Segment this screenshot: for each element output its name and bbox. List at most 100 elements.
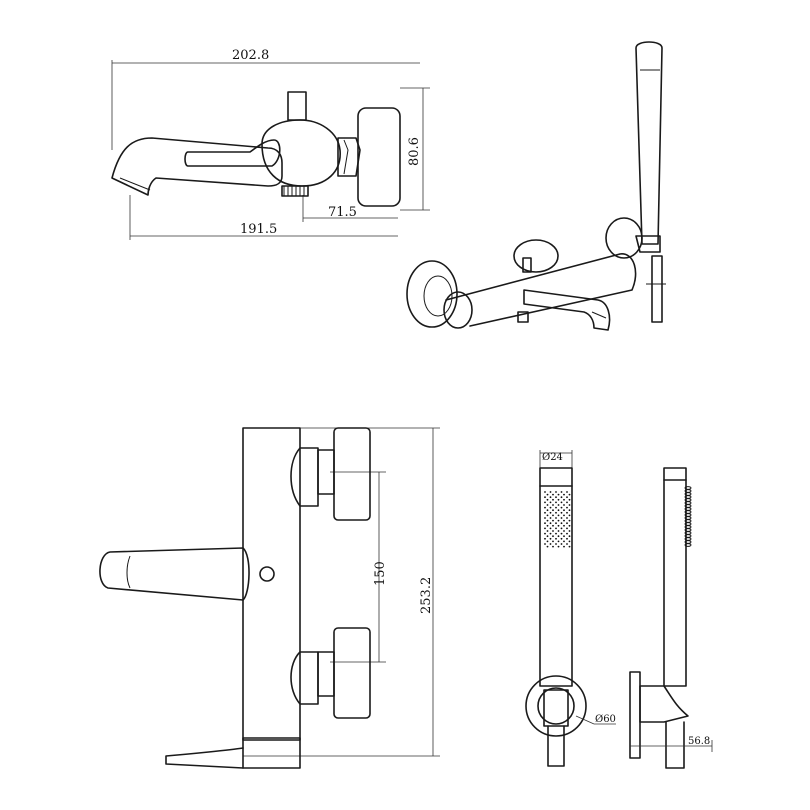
- nozzle-dot: [555, 532, 557, 535]
- nozzle-dot: [566, 506, 568, 509]
- nozzle-dot: [552, 519, 554, 522]
- nozzle-dot: [546, 509, 549, 512]
- nozzle-dot: [546, 519, 549, 522]
- nozzle-dot: [557, 509, 560, 512]
- nozzle-dot: [549, 522, 552, 525]
- handshower-side-view: 56.8: [629, 467, 713, 769]
- nozzle-dot: [552, 524, 554, 527]
- nozzle-dot: [568, 524, 571, 527]
- nozzle-dot: [566, 522, 568, 525]
- nozzle-dot: [546, 530, 549, 532]
- nozzle-dot: [546, 545, 549, 548]
- nozzle-dot: [549, 501, 552, 504]
- nozzle-dot: [555, 491, 557, 493]
- nozzle-dot: [560, 522, 563, 525]
- nozzle-dot: [560, 517, 563, 519]
- nozzle-dot: [555, 496, 557, 499]
- dim-top-depth: 191.5: [240, 222, 277, 237]
- nozzle-dot: [557, 530, 560, 532]
- nozzle-dot: [563, 540, 565, 543]
- nozzle-dot: [560, 491, 563, 493]
- nozzle-dot: [563, 519, 565, 522]
- nozzle-dot: [563, 514, 565, 517]
- nozzle-dot: [560, 532, 563, 535]
- nozzle-dot: [563, 524, 565, 527]
- nozzle-dot: [544, 491, 546, 493]
- nozzle-dot: [549, 491, 552, 493]
- dim-front-total: 253.2: [419, 577, 434, 614]
- nozzle-dot: [560, 527, 563, 530]
- nozzle-dot: [555, 501, 557, 504]
- nozzle-dot: [563, 530, 565, 532]
- nozzle-dot: [546, 504, 549, 506]
- nozzle-dot: [552, 504, 554, 506]
- nozzle-dot: [549, 511, 552, 514]
- nozzle-column: [684, 486, 692, 547]
- dim-top-outlet: 71.5: [328, 205, 357, 220]
- nozzle-dot: [552, 535, 554, 538]
- nozzle-dot: [563, 504, 565, 506]
- nozzle-dot: [557, 498, 560, 501]
- nozzle-dot: [544, 501, 546, 504]
- nozzle-dot: [568, 540, 571, 543]
- top-view: 202.8 80.6 71.5 191.5: [111, 48, 430, 240]
- nozzle-dot: [544, 517, 546, 519]
- perspective-view: [406, 41, 666, 331]
- nozzle-dot: [563, 535, 565, 538]
- nozzle-dot: [568, 498, 571, 501]
- nozzle-dot: [555, 506, 557, 509]
- nozzle-dot: [566, 517, 568, 519]
- nozzle-dot: [546, 514, 549, 517]
- nozzle-dot: [560, 496, 563, 499]
- nozzle-dot: [544, 511, 546, 514]
- nozzle-dot: [560, 511, 563, 514]
- nozzle-dot: [563, 498, 565, 501]
- nozzle-dot: [549, 517, 552, 519]
- nozzle-dot: [568, 509, 571, 512]
- nozzle-dot: [568, 514, 571, 517]
- nozzle-dot: [552, 493, 554, 496]
- nozzle-dot: [552, 545, 554, 548]
- nozzle-dot: [557, 524, 560, 527]
- nozzle-dot: [557, 514, 560, 517]
- nozzle-dot: [546, 498, 549, 501]
- nozzle-dot: [546, 535, 549, 538]
- nozzle-dot: [555, 537, 557, 540]
- nozzle-dot: [568, 535, 571, 538]
- nozzle-dot: [549, 543, 552, 545]
- nozzle-dot: [552, 514, 554, 517]
- nozzle-dot: [557, 493, 560, 496]
- nozzle-dot: [568, 504, 571, 506]
- dim-top-width: 202.8: [232, 48, 269, 63]
- nozzle-dot: [566, 543, 568, 545]
- dim-bracket-projection: 56.8: [688, 736, 710, 747]
- nozzle-dot: [566, 532, 568, 535]
- nozzle-dot: [552, 509, 554, 512]
- nozzle-dot: [555, 522, 557, 525]
- nozzle-dot: [557, 535, 560, 538]
- nozzle-dot: [566, 527, 568, 530]
- nozzle-dot: [557, 545, 560, 548]
- nozzle-dot: [546, 540, 549, 543]
- nozzle-dot: [560, 543, 563, 545]
- nozzle-dot: [557, 519, 560, 522]
- nozzle-dot: [549, 537, 552, 540]
- nozzle-dot: [546, 524, 549, 527]
- nozzle-dot: [552, 530, 554, 532]
- nozzle-dot: [566, 491, 568, 493]
- nozzle-dot: [549, 496, 552, 499]
- nozzle-dot: [568, 530, 571, 532]
- nozzle-dot: [560, 501, 563, 504]
- nozzle-dot: [555, 527, 557, 530]
- dim-handshower-diameter: Ø24: [542, 452, 563, 463]
- handshower-front-view: Ø24 Ø60: [525, 450, 616, 767]
- nozzle-dot: [568, 519, 571, 522]
- nozzle-ring: [684, 543, 692, 547]
- nozzle-dot: [544, 506, 546, 509]
- nozzle-dot: [563, 493, 565, 496]
- nozzle-dot: [568, 493, 571, 496]
- front-view: 253.2 150: [99, 427, 440, 769]
- nozzle-dot: [549, 506, 552, 509]
- nozzle-dot: [566, 537, 568, 540]
